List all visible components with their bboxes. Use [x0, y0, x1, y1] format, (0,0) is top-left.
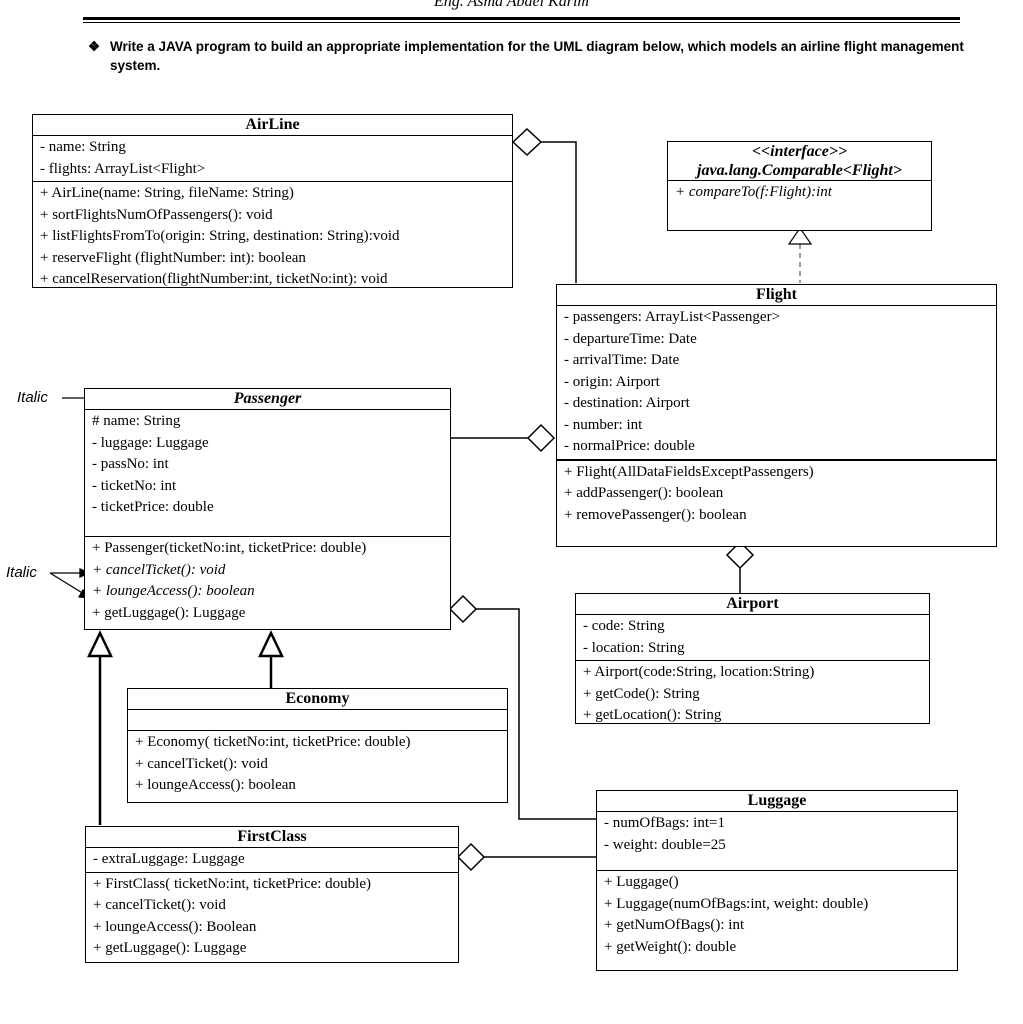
class-luggage: Luggage - numOfBags: int=1 - weight: dou… [596, 790, 958, 971]
class-economy: Economy + Economy( ticketNo:int, ticketP… [127, 688, 508, 803]
stereotype: <<interface>> [751, 143, 848, 160]
attribute: - ticketPrice: double [92, 499, 214, 515]
method: + Economy( ticketNo:int, ticketPrice: do… [135, 734, 411, 750]
attributes-section: - code: String - location: String [576, 615, 929, 661]
methods-section: + FirstClass( ticketNo:int, ticketPrice:… [86, 873, 458, 961]
class-name: AirLine [33, 115, 512, 136]
firstclass-inherit-triangle [87, 630, 113, 658]
class-name: Airport [576, 594, 929, 615]
class-firstclass: FirstClass - extraLuggage: Luggage + Fir… [85, 826, 459, 963]
methods-section: + Flight(AllDataFieldsExceptPassengers) … [557, 459, 996, 528]
method: + FirstClass( ticketNo:int, ticketPrice:… [93, 875, 371, 892]
method: + getLocation(): String [583, 707, 722, 723]
class-airline: AirLine - name: String - flights: ArrayL… [32, 114, 513, 288]
task-text: Write a JAVA program to build an appropr… [110, 39, 964, 73]
methods-section: + compareTo(f:Flight):int [668, 181, 931, 205]
airline-aggregation-diamond [511, 127, 543, 157]
method: + loungeAccess(): boolean [135, 777, 296, 793]
attribute: - ticketNo: int [92, 477, 177, 494]
method: + getNumOfBags(): int [604, 917, 745, 933]
attributes-section: - numOfBags: int=1 - weight: double=25 [597, 812, 957, 871]
method: + getLuggage(): Luggage [93, 940, 247, 956]
method: + cancelTicket(): void [93, 897, 226, 913]
class-name: FirstClass [86, 827, 458, 848]
method: + Airport(code:String, location:String) [583, 664, 815, 680]
method: + AirLine(name: String, fileName: String… [40, 185, 294, 201]
class-airport: Airport - code: String - location: Strin… [575, 593, 930, 724]
methods-section: + Airport(code:String, location:String) … [576, 661, 929, 728]
class-name: Flight [557, 285, 996, 306]
methods-section: + AirLine(name: String, fileName: String… [33, 182, 512, 292]
attribute: - extraLuggage: Luggage [93, 851, 245, 867]
attribute: - luggage: Luggage [92, 434, 209, 451]
method: + Luggage() [604, 874, 679, 890]
attributes-section: - passengers: ArrayList<Passenger> - dep… [557, 306, 996, 460]
italic-arrow-lounge [49, 572, 85, 595]
method: + reserveFlight (flightNumber: int): boo… [40, 249, 306, 266]
attribute: - numOfBags: int=1 [604, 815, 725, 831]
interface-name: java.lang.Comparable<Flight> [697, 162, 902, 179]
method: + loungeAccess(): Boolean [93, 918, 257, 935]
economy-inherit-triangle [258, 630, 284, 658]
method: + getWeight(): double [604, 938, 737, 955]
header-rule-thick [83, 17, 960, 20]
header-rule-thin [83, 22, 960, 23]
method: + removePassenger(): boolean [564, 506, 747, 523]
method: + compareTo(f:Flight):int [675, 184, 832, 200]
attribute: - passNo: int [92, 456, 169, 472]
attribute: - location: String [583, 639, 685, 656]
passenger-luggage-line [476, 608, 596, 820]
attribute: - destination: Airport [564, 395, 690, 411]
flight-passenger-diamond [526, 423, 556, 453]
flight-airport-diamond [725, 540, 755, 570]
attributes-section: # name: String - luggage: Luggage - pass… [85, 410, 450, 537]
method-abstract: + loungeAccess(): boolean [92, 583, 255, 599]
class-name: Passenger [85, 389, 450, 410]
airline-flight-line [541, 141, 577, 283]
method-abstract: + cancelTicket(): void [92, 561, 226, 578]
attributes-section: - extraLuggage: Luggage [86, 848, 458, 873]
class-name: Economy [128, 689, 507, 710]
attribute: - passengers: ArrayList<Passenger> [564, 309, 781, 325]
interface-comparable: <<interface>> java.lang.Comparable<Fligh… [667, 141, 932, 231]
attributes-section-empty [128, 710, 507, 731]
method: + listFlightsFromTo(origin: String, dest… [40, 228, 400, 244]
italic-annotation-bottom: Italic [6, 564, 37, 581]
attribute: - code: String [583, 618, 665, 634]
method: + Luggage(numOfBags:int, weight: double) [604, 895, 869, 912]
methods-section: + Passenger(ticketNo:int, ticketPrice: d… [85, 537, 450, 625]
attribute: - arrivalTime: Date [564, 352, 680, 368]
method: + cancelReservation(flightNumber:int, ti… [40, 271, 388, 287]
method: + addPassenger(): boolean [564, 485, 724, 501]
author-header: Eng. Asma Abdel Karim [434, 0, 589, 10]
interface-header: <<interface>> java.lang.Comparable<Fligh… [668, 142, 931, 181]
passenger-luggage-diamond [448, 594, 478, 624]
attribute: - number: int [564, 416, 643, 433]
class-flight: Flight - passengers: ArrayList<Passenger… [556, 284, 997, 547]
methods-section: + Luggage() + Luggage(numOfBags:int, wei… [597, 871, 957, 959]
diamond-bullet-icon: ❖ [88, 39, 101, 54]
attribute: - origin: Airport [564, 373, 660, 390]
attribute: - flights: ArrayList<Flight> [40, 160, 206, 177]
method: + getLuggage(): Luggage [92, 604, 246, 621]
italic-annotation-top: Italic [17, 389, 48, 406]
class-passenger: Passenger # name: String - luggage: Lugg… [84, 388, 451, 630]
method: + getCode(): String [583, 685, 700, 702]
methods-section: + Economy( ticketNo:int, ticketPrice: do… [128, 731, 507, 798]
attribute: # name: String [92, 413, 181, 429]
task-statement: ❖ Write a JAVA program to build an appro… [88, 37, 968, 75]
attribute: - departureTime: Date [564, 330, 697, 347]
method: + Passenger(ticketNo:int, ticketPrice: d… [92, 540, 367, 556]
realization-triangle [787, 226, 813, 245]
firstclass-luggage-diamond [456, 842, 486, 872]
class-name: Luggage [597, 791, 957, 812]
method: + Flight(AllDataFieldsExceptPassengers) [564, 463, 814, 480]
method: + cancelTicket(): void [135, 755, 268, 772]
attribute: - weight: double=25 [604, 836, 726, 853]
attribute: - normalPrice: double [564, 438, 695, 454]
attribute: - name: String [40, 139, 126, 155]
attributes-section: - name: String - flights: ArrayList<Flig… [33, 136, 512, 182]
method: + sortFlightsNumOfPassengers(): void [40, 206, 273, 223]
